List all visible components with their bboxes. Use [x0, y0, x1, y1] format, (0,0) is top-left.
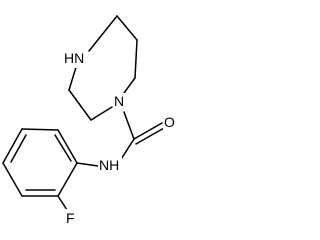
aryl-bond-1-inner	[54, 134, 72, 162]
label-nh-amide: NH	[99, 157, 119, 173]
fluorophenyl-ring	[2, 128, 78, 214]
aryl-bond-1	[57, 129, 78, 164]
aryl-bond-6	[57, 162, 78, 197]
label-f: F	[66, 210, 75, 226]
ring-bond-c-n-left	[68, 63, 78, 91]
label-hn: HN	[64, 50, 84, 66]
ring-bond-top-c-c	[116, 15, 138, 41]
aryl-bond-3	[2, 128, 23, 164]
aryl-bond-4	[2, 162, 23, 197]
aryl-bond-2	[21, 128, 59, 131]
ring-bond-c-c-right	[134, 39, 138, 79]
atom-labels: HN N O NH F	[64, 50, 177, 227]
bond-carbonyl-o-1	[133, 122, 163, 140]
bond-carbonyl-o-2	[135, 127, 165, 145]
ring-bond-n-c-bottom	[90, 106, 113, 121]
ring-bond-c-n-right	[123, 77, 136, 94]
bond-n-carbonyl	[123, 111, 135, 140]
ring-bond-c-c-left	[68, 89, 92, 121]
label-o: O	[164, 114, 175, 130]
molecule-structure: HN N O NH F	[2, 15, 177, 227]
ring-bond-n-c-top	[88, 15, 118, 52]
diazepane-ring	[68, 15, 138, 121]
bond-nh-aryl	[76, 162, 99, 167]
aryl-bond-3-inner	[10, 134, 27, 163]
label-n-ring: N	[114, 93, 124, 109]
